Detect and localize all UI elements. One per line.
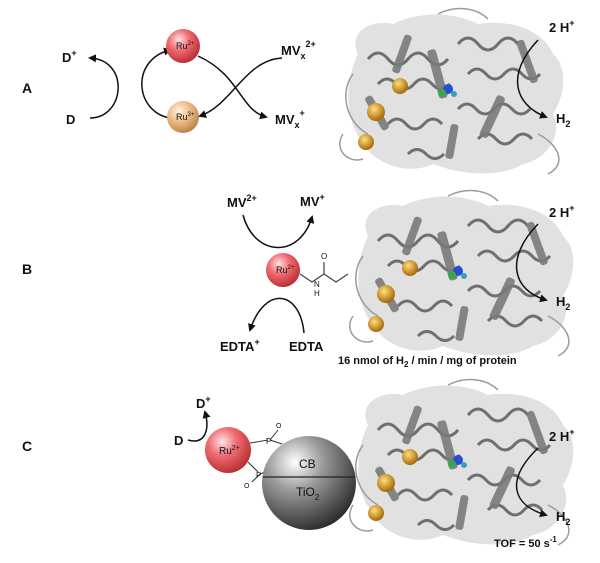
panel-b-edta-arrow xyxy=(248,297,305,334)
ru2-sphere-a xyxy=(166,29,200,63)
panel-b-linker-h: H xyxy=(314,289,320,298)
phos-o-1: O xyxy=(276,423,282,430)
panel-c-donor-arrow xyxy=(187,410,211,442)
panel-a-return-arrow xyxy=(198,57,283,118)
panel-b-h2: H2 xyxy=(556,294,570,312)
ru2-label-b: Ru2+ xyxy=(276,265,295,275)
panel-b: B MV2+ MV+ Ru2+ N H O EDTA+ EDTA 2 H+ H2… xyxy=(22,189,575,369)
panel-b-mv-oxidized: MV2+ xyxy=(227,193,257,210)
panel-b-edta-oxidized: EDTA+ xyxy=(220,337,260,354)
phos-o-2: O xyxy=(244,483,250,490)
panel-a-protons: 2 H+ xyxy=(549,18,575,35)
panel-c: C D+ D Ru2+ P O OH P OH O CB TiO2 2 H+ H… xyxy=(22,378,575,550)
ru3-sphere-a xyxy=(167,101,199,133)
panel-c-donor: D xyxy=(174,433,183,448)
panel-b-linker-o: O xyxy=(321,252,327,261)
panel-b-protons: 2 H+ xyxy=(549,203,575,220)
panel-b-linker-n: N xyxy=(314,280,320,289)
panel-b-linker xyxy=(299,273,349,283)
panel-a-ru-arrow xyxy=(141,47,172,119)
panel-b-mv-arrow xyxy=(242,214,315,249)
panel-b-label: B xyxy=(22,261,32,277)
panel-a-donor: D xyxy=(66,112,75,127)
panel-c-h2-arrow xyxy=(515,447,548,518)
panel-b-mv-reduced: MV+ xyxy=(300,192,325,209)
panel-c-tof: TOF = 50 s-1 xyxy=(494,535,557,550)
ru3-label-a: Ru3+ xyxy=(176,112,195,122)
panel-b-edta: EDTA xyxy=(289,339,324,354)
panel-a-donor-oxidized: D+ xyxy=(62,48,77,65)
cb-label: CB xyxy=(299,457,316,471)
hydrogenase-protein-c xyxy=(348,378,575,547)
panel-a-reduction-arrow xyxy=(197,55,268,120)
ru2-label-a: Ru2+ xyxy=(176,41,195,51)
tio2-particle xyxy=(262,436,356,530)
panel-b-rate: 16 nmol of H2 / min / mg of protein xyxy=(338,355,517,369)
hydrogenase-protein-a xyxy=(338,7,565,176)
phos-p-2: P xyxy=(256,471,261,480)
hydrogenase-protein-b xyxy=(348,189,575,358)
panel-a-label: A xyxy=(22,80,32,96)
ru2-label-c: Ru2+ xyxy=(219,445,240,457)
panel-a-mv-oxidized: MVx2+ xyxy=(281,39,316,61)
panel-b-h2-arrow xyxy=(515,223,548,303)
panel-a: A D+ D Ru2+ Ru3+ MVx2+ MVx+ 2 H+ H2 xyxy=(22,7,575,176)
panel-a-donor-arrow xyxy=(88,54,119,119)
ru2-sphere-c xyxy=(205,427,251,473)
panel-c-protons: 2 H+ xyxy=(549,427,575,444)
panel-a-mv-reduced: MVx+ xyxy=(275,108,305,130)
panel-a-h2-arrow xyxy=(516,39,548,119)
panel-c-donor-oxidized: D+ xyxy=(196,394,211,411)
tio2-label: TiO2 xyxy=(296,485,320,502)
panel-c-h2: H2 xyxy=(556,509,570,527)
phos-p-1: P xyxy=(266,437,271,446)
ru2-sphere-b xyxy=(266,253,300,287)
panel-c-label: C xyxy=(22,438,32,454)
panel-a-h2: H2 xyxy=(556,111,570,129)
